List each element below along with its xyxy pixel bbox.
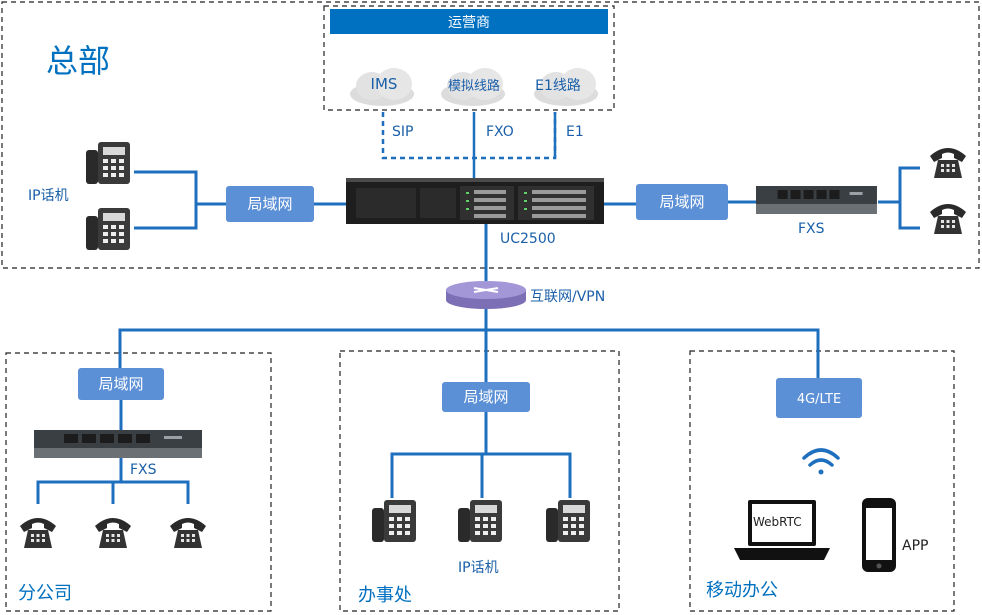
office-phones-label: IP话机	[458, 560, 499, 576]
office-lan	[442, 382, 530, 412]
branch-title: 分公司	[18, 583, 72, 604]
mobile-region	[689, 350, 955, 612]
office-ip-phone-2	[458, 500, 502, 542]
office-ip-phone-3	[546, 500, 590, 542]
uc2500-label: UC2500	[500, 231, 556, 247]
fxo-label: FXO	[486, 124, 514, 140]
sip-label: SIP	[392, 124, 413, 140]
branch-analog-phone-1	[20, 518, 56, 548]
wifi-icon	[802, 448, 840, 475]
hq-title: 总部	[46, 42, 110, 80]
internet-label: 互联网/VPN	[530, 289, 605, 305]
office-title: 办事处	[358, 585, 412, 606]
hq-ip-phone-1	[86, 142, 130, 184]
smartphone-icon	[862, 498, 896, 572]
cloud-analog-label: 模拟线路	[448, 78, 500, 94]
hq-ip-phone-2	[86, 208, 130, 250]
hq-lan-right-label: 局域网	[659, 193, 704, 211]
branch-analog-phone-3	[170, 518, 206, 548]
hq-lan-left-label: 局域网	[247, 195, 292, 213]
carrier-title: 运营商	[448, 15, 490, 31]
office-region	[339, 350, 620, 612]
phone-label: APP	[902, 538, 928, 554]
branch-fxs-gateway	[34, 430, 202, 458]
hq-phone-link	[134, 170, 198, 230]
e1-label: E1	[566, 124, 584, 140]
hq-lan-right	[636, 184, 728, 220]
mobile-network-label: 4G/LTE	[797, 392, 841, 407]
hq-analog-phone-1	[930, 148, 966, 178]
hq-gateway-label: FXS	[798, 221, 825, 237]
hq-phones-label: IP话机	[28, 188, 69, 204]
router-icon	[446, 281, 526, 309]
laptop-label: WebRTC	[753, 515, 802, 529]
uc2500-device	[346, 178, 604, 224]
hq-region	[1, 1, 980, 269]
sip-link	[381, 112, 557, 160]
hq-fxs-gateway	[756, 186, 877, 214]
branch-lan	[78, 368, 164, 400]
mobile-network	[776, 378, 862, 418]
distribution-bus	[118, 328, 820, 378]
hq-analog-phone-2	[930, 204, 966, 234]
carrier-header	[330, 9, 608, 34]
cloud-e1-label: E1线路	[535, 78, 581, 94]
hq-lan-left	[226, 186, 314, 222]
branch-lan-label: 局域网	[98, 375, 143, 393]
laptop-icon	[734, 500, 830, 560]
office-ip-phone-1	[372, 500, 416, 542]
mobile-title: 移动办公	[706, 580, 778, 601]
cloud-ims-label: IMS	[371, 75, 398, 93]
branch-gateway-label: FXS	[130, 462, 157, 478]
hq-gateway-phone-link-2	[898, 202, 920, 230]
hq-gateway-phone-link	[878, 166, 920, 204]
branch-analog-phone-2	[95, 518, 131, 548]
office-lan-label: 局域网	[463, 388, 508, 406]
